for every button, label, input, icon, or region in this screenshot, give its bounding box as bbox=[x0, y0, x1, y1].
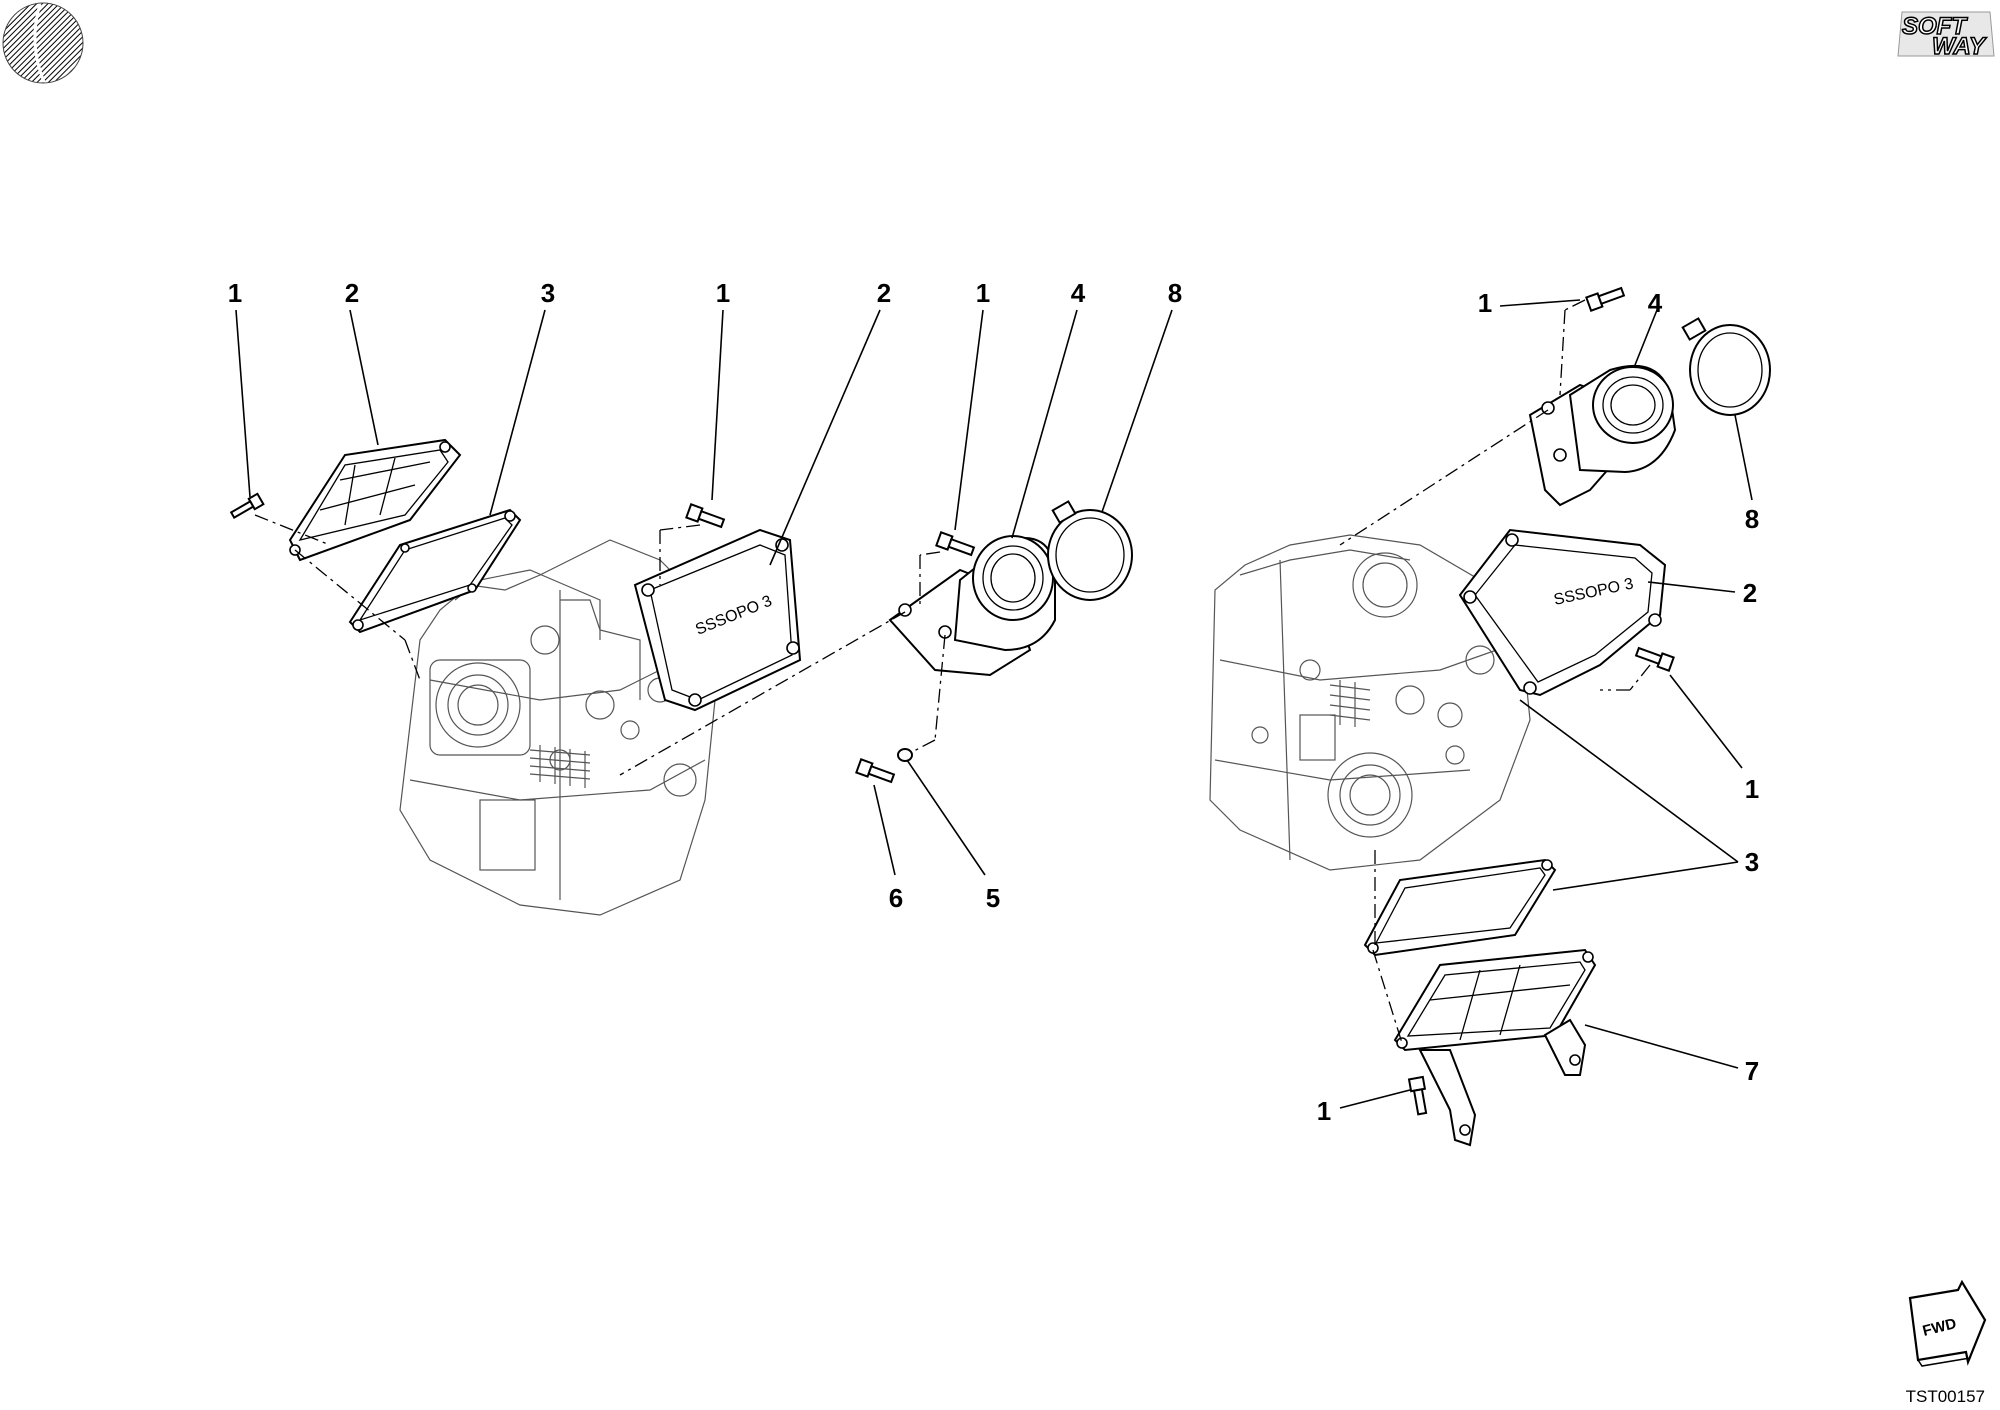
callout-bolt: 1 bbox=[1745, 774, 1759, 804]
right-assembly-axes bbox=[1339, 299, 1651, 1044]
right-leader-lines bbox=[1339, 299, 1753, 1109]
right-head-cover: SSSOPO 3 bbox=[1458, 528, 1667, 697]
right-hose-clamp bbox=[1681, 317, 1771, 416]
left-head-cover: SSSOPO 3 bbox=[633, 528, 802, 712]
callout-reed-valve-assembly: 7 bbox=[1745, 1056, 1759, 1086]
forward-direction-arrow-icon: FWD bbox=[1908, 1279, 1987, 1367]
callout-cover: 2 bbox=[877, 278, 891, 308]
right-bolts bbox=[1407, 286, 1675, 1116]
left-reed-valve bbox=[288, 438, 462, 562]
left-gasket bbox=[348, 508, 522, 634]
right-intake-manifold bbox=[1528, 364, 1677, 507]
bolt-icon bbox=[855, 758, 896, 784]
logo-line-soft: SOFT bbox=[1902, 13, 1968, 40]
left-intake-manifold bbox=[888, 535, 1056, 677]
bolt-icon bbox=[685, 503, 726, 529]
left-bolts bbox=[229, 492, 976, 784]
drawing-code: TST00157 bbox=[1906, 1387, 1985, 1406]
logo-line-way: WAY bbox=[1932, 33, 1987, 60]
callout-reed-valve: 2 bbox=[345, 278, 359, 308]
right-reed-valve-assembly bbox=[1393, 948, 1597, 1147]
softway-logo: SOFT WAY bbox=[1897, 11, 1995, 61]
right-callouts: 1 4 8 2 1 3 7 1 bbox=[1317, 288, 1759, 1126]
left-hose-clamp bbox=[1047, 500, 1133, 601]
manufacturer-emblem-icon bbox=[2, 2, 84, 84]
callout-clamp: 8 bbox=[1745, 504, 1759, 534]
left-assembly-axes bbox=[254, 514, 946, 776]
left-leader-lines bbox=[235, 309, 1173, 876]
callout-bolt: 1 bbox=[976, 278, 990, 308]
callout-gasket: 3 bbox=[541, 278, 555, 308]
callout-bolt: 1 bbox=[1317, 1096, 1331, 1126]
callout-bolt: 1 bbox=[1478, 288, 1492, 318]
callout-cover: 2 bbox=[1743, 578, 1757, 608]
right-gasket bbox=[1363, 858, 1557, 957]
callout-bolt: 1 bbox=[716, 278, 730, 308]
callout-gasket: 3 bbox=[1745, 847, 1759, 877]
bolt-icon bbox=[1634, 646, 1675, 672]
left-callouts: 1 2 3 1 2 1 4 8 6 5 bbox=[228, 278, 1182, 913]
bolt-icon bbox=[1407, 1075, 1428, 1116]
callout-intake-manifold: 4 bbox=[1648, 288, 1663, 318]
bolt-icon bbox=[935, 531, 976, 557]
callout-clamp: 8 bbox=[1168, 278, 1182, 308]
callout-intake-manifold: 4 bbox=[1071, 278, 1086, 308]
callout-washer: 5 bbox=[986, 883, 1000, 913]
bolt-icon bbox=[229, 492, 265, 519]
bolt-icon bbox=[1585, 286, 1626, 312]
right-cylinder-head bbox=[1209, 534, 1531, 871]
left-washer bbox=[897, 748, 913, 762]
callout-bolt: 1 bbox=[228, 278, 242, 308]
callout-screw: 6 bbox=[889, 883, 903, 913]
left-cylinder-head bbox=[399, 539, 716, 916]
